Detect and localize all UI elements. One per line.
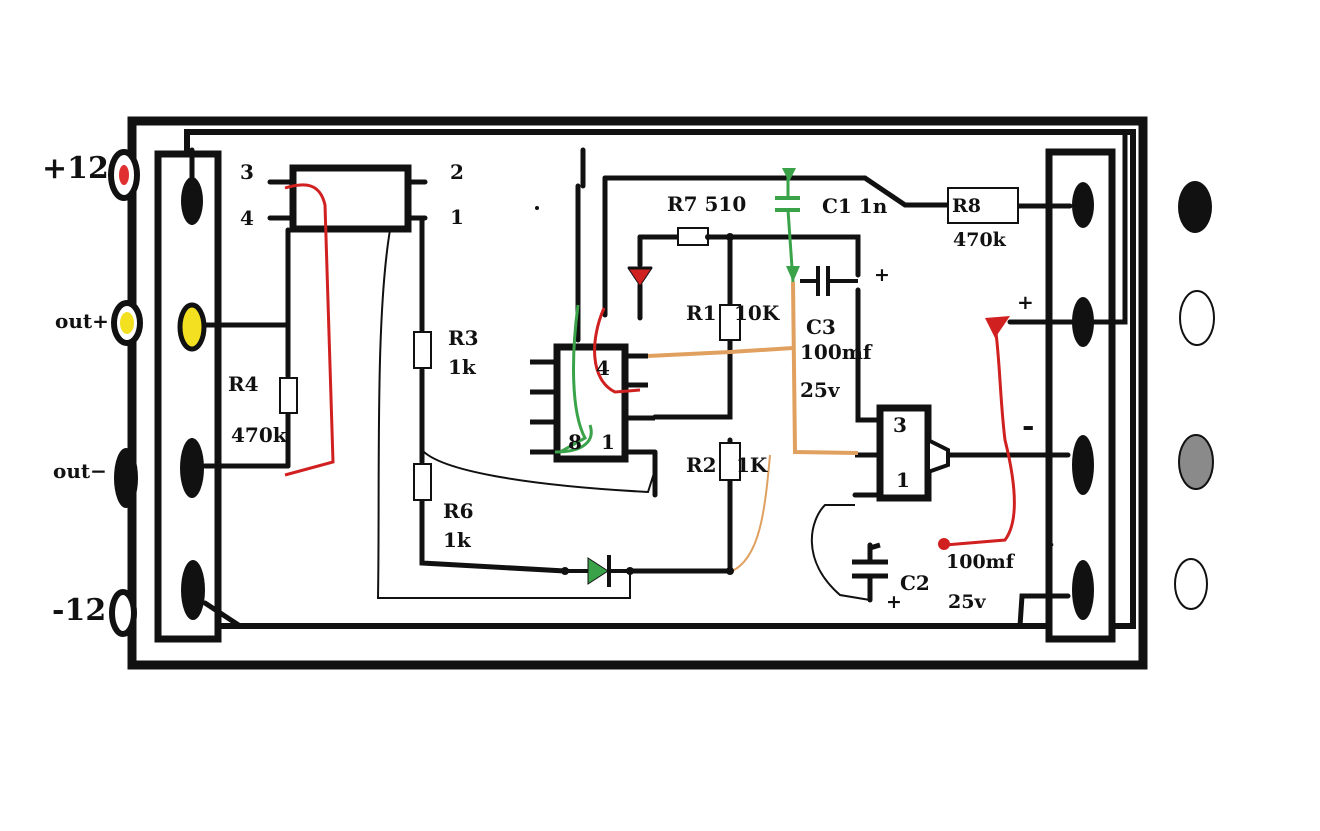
node-dot-3 [726, 567, 734, 575]
left-hole-3 [180, 438, 204, 498]
terminal-plus12 [108, 149, 140, 201]
label-c2-plus: + [886, 591, 902, 613]
label-minus12: -12 [52, 593, 106, 628]
orange-thin-wire [729, 454, 771, 573]
label-c3-plus: + [874, 264, 890, 286]
terminal-minus12 [109, 589, 137, 637]
c2-capacitor [852, 542, 888, 579]
node-dot-1 [561, 567, 569, 575]
terminal-out-minus [114, 448, 138, 508]
right-hole-3 [1072, 435, 1094, 495]
label-r1: R1 [686, 301, 717, 325]
terminal-right-3 [1178, 434, 1214, 490]
ic1-pin-8: 8 [568, 430, 582, 454]
label-c3-voltage: 25v [800, 378, 841, 402]
diode-green [565, 555, 630, 587]
stray-dot [535, 206, 539, 210]
label-r1-value: 10K [734, 301, 780, 325]
r7-resistor [677, 227, 709, 246]
board-outer-frame [127, 116, 1148, 670]
label-r8-value: 470k [953, 229, 1007, 251]
label-out-minus: out− [53, 459, 107, 483]
node-dot-4 [726, 233, 734, 241]
label-c2: C2 [900, 571, 930, 595]
ic2-pin-1: 1 [896, 468, 910, 492]
diode-red [627, 266, 653, 287]
label-plus12: +12 [42, 151, 109, 186]
label-right-minus-1: - [1022, 409, 1034, 444]
left-hole-2 [177, 302, 207, 352]
relay-pin-2: 2 [450, 160, 464, 184]
c3-capacitor [800, 266, 858, 296]
label-right-minus-2: - [1046, 531, 1054, 555]
label-c3-value: 100mf [800, 340, 873, 364]
ic2 [855, 404, 950, 502]
node-dot-5 [705, 234, 711, 240]
label-r2-value: 1K [736, 453, 768, 477]
orange-wires [647, 281, 859, 455]
relay-pin-1: 1 [450, 205, 464, 229]
left-hole-1 [181, 177, 203, 225]
r4-resistor [279, 377, 298, 414]
terminal-out-plus [111, 300, 143, 346]
relay-pin-4: 4 [240, 206, 254, 230]
red-dot [938, 538, 950, 550]
relay-body [289, 164, 412, 233]
terminal-right-1 [1178, 181, 1212, 233]
label-r4-value: 470k [231, 423, 288, 447]
ic2-pin-3: 3 [893, 413, 907, 437]
red-arrow [985, 316, 1010, 338]
red-wires [284, 183, 1016, 547]
left-terminal-strip [154, 150, 222, 643]
label-c1: C1 1n [822, 194, 888, 218]
left-hole-4 [181, 560, 205, 620]
node-dot-2 [626, 567, 634, 575]
label-c2-value: 100mf [946, 551, 1016, 573]
label-r6-value: 1k [443, 528, 472, 552]
right-hole-4 [1072, 560, 1094, 620]
right-terminal-strip [1045, 148, 1116, 643]
label-r7: R7 510 [667, 192, 746, 216]
label-c2-voltage: 25v [948, 591, 986, 613]
ic1 [530, 343, 655, 463]
label-c3: C3 [806, 315, 836, 339]
label-r6: R6 [443, 499, 474, 523]
label-r3: R3 [448, 326, 479, 350]
terminal-right-4 [1174, 558, 1208, 610]
label-r4: R4 [228, 372, 259, 396]
label-out-plus: out+ [55, 309, 109, 333]
r2-resistor [719, 442, 741, 481]
r1-resistor [719, 304, 741, 341]
right-hole-1 [1072, 182, 1094, 228]
label-r8: R8 [952, 195, 981, 217]
main-wires [189, 132, 1128, 629]
ic1-pin-1: 1 [601, 430, 615, 454]
r8-resistor [947, 187, 1019, 224]
label-r2: R2 [686, 453, 717, 477]
c1-capacitor [775, 196, 800, 212]
r3-resistor [413, 331, 432, 369]
ic1-pin-4: 4 [596, 356, 610, 380]
label-r3-value: 1k [448, 355, 477, 379]
terminal-right-2 [1179, 290, 1215, 346]
green-arrow-top [782, 168, 796, 182]
label-right-plus: + [1017, 290, 1034, 314]
r6-resistor [413, 463, 432, 501]
green-arrow-mid [786, 266, 800, 282]
relay-pin-3: 3 [240, 160, 254, 184]
